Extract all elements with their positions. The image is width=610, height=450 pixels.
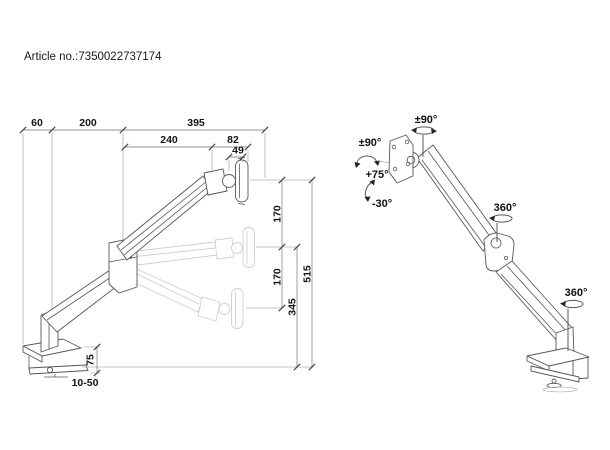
rotation-annotations: ±90° ±90° +75° xyxy=(354,114,587,351)
rotate-arrowhead xyxy=(560,301,566,307)
upper-arm-lines xyxy=(120,180,211,256)
rotate-horizontal-icon xyxy=(413,126,435,135)
rotate-arrowhead xyxy=(354,162,361,168)
ghost-ball-middle xyxy=(231,242,243,254)
annotation-rotate-head: ±90° xyxy=(354,137,391,168)
clamp-knob xyxy=(44,374,68,378)
dim-515: 515 xyxy=(302,265,314,283)
vesa-hole-2 xyxy=(404,139,410,145)
ghost-wrist-middle xyxy=(214,237,235,260)
vesa-plate-disc xyxy=(235,159,249,203)
elbow-boss xyxy=(490,237,502,249)
ball-joint xyxy=(222,174,236,188)
elbow-detail-line xyxy=(108,256,138,263)
angle-tilt-up-label: +75° xyxy=(365,169,388,181)
angle-swivel-elbow-label: 360° xyxy=(494,202,517,214)
annotation-tilt-down: -30° xyxy=(372,198,392,210)
angle-rotate-head-label: ±90° xyxy=(359,137,382,149)
annotation-swivel-elbow: 360° xyxy=(489,202,516,242)
base-knob-3d xyxy=(546,382,562,389)
right-view: ±90° ±90° +75° xyxy=(354,114,590,393)
dimension-annotations: 60 200 395 240 82 49 170 170 345 515 75 … xyxy=(19,117,316,389)
rotate-horizontal-icon xyxy=(491,214,513,223)
elbow-screw xyxy=(503,255,508,260)
clamp-front-face xyxy=(22,345,43,363)
clamp-screw xyxy=(46,366,54,374)
rotate-arc-icon xyxy=(356,155,378,166)
dim-49: 49 xyxy=(232,145,244,157)
dimension-lines xyxy=(23,129,313,373)
dim-240: 240 xyxy=(160,134,178,146)
dim-345: 345 xyxy=(287,298,299,316)
dimension-ticks xyxy=(19,126,316,377)
angle-pan-top-label: ±90° xyxy=(415,114,438,126)
base-lower-jaw-3d xyxy=(530,365,580,383)
left-view: 60 200 395 240 82 49 170 170 345 515 75 … xyxy=(19,117,316,389)
tilt-arrowhead xyxy=(364,196,371,202)
annotation-swivel-base: 360° xyxy=(560,287,587,351)
leader-line xyxy=(377,160,391,164)
dim-desk-thickness: 10-50 xyxy=(72,377,99,389)
dim-60: 60 xyxy=(31,117,43,129)
dim-75: 75 xyxy=(85,354,97,366)
tilt-arrowhead xyxy=(369,179,375,186)
rotate-horizontal-icon xyxy=(562,299,584,309)
lower-arm-line xyxy=(46,274,115,321)
rotate-arrowhead xyxy=(374,160,380,166)
article-number: Article no.:7350022737174 xyxy=(24,51,162,63)
rotate-arrowhead xyxy=(411,127,417,133)
ghost-plate-low xyxy=(231,288,244,329)
ghost-wrist-low xyxy=(197,296,221,322)
vesa-plate-3d xyxy=(388,134,414,184)
annotation-tilt-up: +75° xyxy=(364,169,389,202)
upper-arm-3d xyxy=(416,144,500,252)
lower-arm-3d-lines xyxy=(500,265,569,341)
dim-200: 200 xyxy=(79,117,97,129)
extension-lines xyxy=(22,133,314,374)
ghost-arm-middle-line xyxy=(130,247,216,258)
dim-395: 395 xyxy=(187,117,205,129)
upper-arm-3d-lines xyxy=(421,150,495,250)
rotate-arrowhead xyxy=(431,128,437,134)
arm-3d-view xyxy=(388,134,590,393)
rotate-arrowhead xyxy=(489,215,495,221)
angle-tilt-down-label: -30° xyxy=(372,198,392,210)
tilt-arc-icon xyxy=(365,181,374,200)
dim-170-upper: 170 xyxy=(272,205,284,223)
base-screw-3d xyxy=(551,378,557,384)
annotation-pan-top: ±90° xyxy=(411,114,437,157)
dim-82: 82 xyxy=(227,134,239,146)
dim-170-lower: 170 xyxy=(272,268,284,286)
vesa-hole-1 xyxy=(391,144,397,150)
lower-arm-3d xyxy=(495,260,574,343)
base-shadow xyxy=(542,386,578,393)
vesa-hole-3 xyxy=(392,166,398,172)
ghost-ball-low xyxy=(218,303,231,315)
clamp-lower-jaw xyxy=(28,364,89,375)
ghost-plate-middle xyxy=(242,227,255,268)
ball-housing-inner xyxy=(406,155,416,165)
arm-side-view xyxy=(22,157,249,378)
wrist-link xyxy=(203,168,228,196)
angle-swivel-base-label: 360° xyxy=(565,287,588,299)
